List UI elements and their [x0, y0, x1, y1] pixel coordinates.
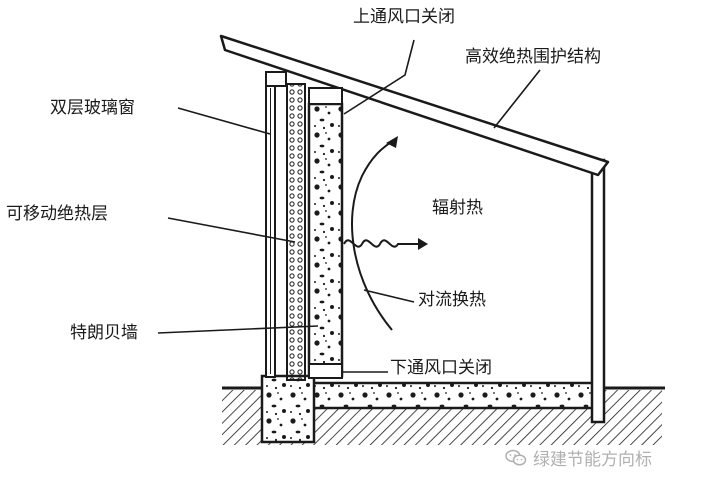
label-insulated-envelope: 高效绝热围护结构 [465, 47, 601, 67]
watermark-text: 绿建节能方向标 [533, 450, 652, 470]
label-movable-insulation: 可移动绝热层 [6, 204, 108, 224]
leader-envelope [493, 69, 541, 129]
label-double-glazing: 双层玻璃窗 [50, 98, 135, 118]
wall-footing [260, 374, 316, 444]
window-head [265, 71, 287, 87]
convection-arrow-head [386, 136, 398, 148]
wechat-icon [505, 449, 527, 466]
movable-insulation-layer [286, 83, 306, 381]
radiant-arrow-head [418, 238, 428, 250]
roof-envelope [219, 34, 610, 177]
leader-convection [363, 289, 415, 303]
label-bottom-vent-closed: 下通风口关闭 [390, 358, 492, 378]
trombe-wall-mass [307, 102, 344, 378]
leader-trombe [157, 325, 319, 334]
leader-insulation [167, 217, 296, 243]
label-trombe-wall: 特朗贝墙 [70, 323, 138, 343]
label-radiant-heat: 辐射热 [432, 198, 483, 218]
foundation-slab [268, 381, 602, 410]
label-top-vent-closed: 上通风口关闭 [353, 7, 455, 27]
convection-arrow [351, 139, 395, 331]
bottom-vent-closed [308, 363, 343, 379]
watermark: 绿建节能方向标 [505, 445, 652, 470]
leader-top-vent [343, 39, 415, 115]
leader-glass [177, 107, 271, 135]
label-convective-heat: 对流换热 [418, 290, 486, 310]
envelope-wall-right [590, 158, 606, 424]
top-vent-closed [308, 87, 343, 105]
radiant-heat-arrow [343, 239, 420, 248]
